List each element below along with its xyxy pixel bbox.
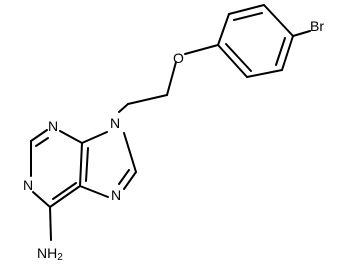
n7-label: N (111, 187, 121, 203)
bond-c6-c5-inner (52, 182, 77, 200)
amine-text: NH (37, 245, 57, 261)
n3-label: N (48, 118, 58, 134)
bond-c6-c5 (49, 185, 81, 208)
bond-ring-lower-left (217, 44, 248, 78)
amine-subscript: 2 (57, 252, 63, 263)
bond-n1-c6 (32, 191, 51, 208)
bond-n3-c2 (30, 129, 48, 142)
bond-ring-bottom (246, 69, 283, 78)
bond-ch2-ch2 (127, 94, 168, 105)
bond-ch2-n9 (118, 103, 129, 113)
bond-ring-right (281, 35, 294, 71)
bond-ring-top-inner (233, 12, 263, 21)
n9-label: N (110, 115, 120, 131)
ether-oxygen-label: O (173, 50, 184, 66)
bond-ring-right-inner (275, 37, 286, 66)
bond-c8-n7 (123, 171, 137, 190)
amine-label: NH2 (37, 245, 63, 263)
n1-label: N (23, 177, 33, 193)
bond-ring-lower-left-inner (225, 43, 252, 72)
bond-c4-n9 (81, 131, 108, 144)
purine-pyrimidine-ring (30, 129, 89, 208)
bond-c4-n3 (59, 130, 83, 144)
bond-n3-c2-inner (35, 137, 49, 147)
bond-c8-n7-inner (118, 169, 130, 185)
bond-ring-top (228, 4, 265, 15)
bond-ring-left (217, 13, 230, 46)
bond-ring-bromine (292, 30, 311, 37)
bond-c4-c5 (79, 142, 83, 187)
bond-c6-amine (49, 206, 52, 241)
bond-c4-c5-inner (85, 147, 89, 182)
bond-n9-c8 (123, 132, 137, 173)
bromine-label: Br (310, 18, 324, 34)
bond-ring-upper-right (263, 4, 294, 37)
bond-n7-c5 (79, 185, 109, 198)
purine-imidazole-ring (79, 131, 137, 198)
bromophenyl-ring (217, 4, 294, 78)
bond-oxygen-ch2 (166, 61, 177, 96)
bond-ring-oxygen (184, 44, 219, 55)
